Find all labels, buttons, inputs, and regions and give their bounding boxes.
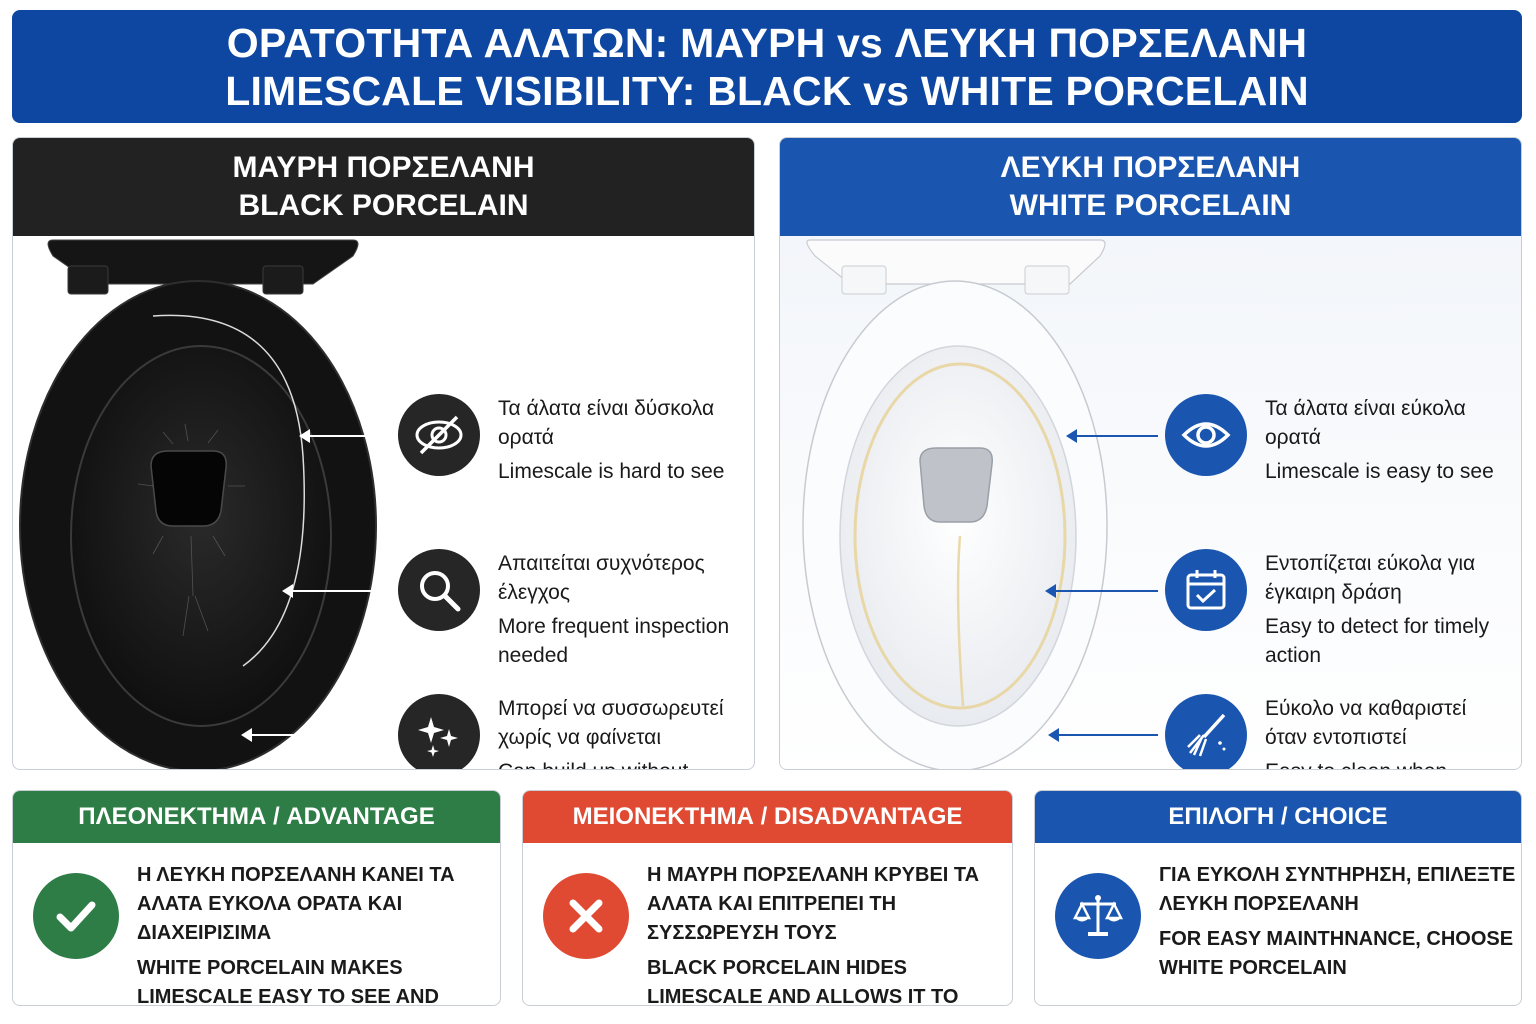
choice-text-greek: ΓΙΑ ΕΥΚΟΛΗ ΣΥΝΤΗΡΗΣΗ, ΕΠΙΛΕΞΤΕ ΛΕΥΚΗ ΠΟΡ… [1159, 864, 1516, 915]
x-icon [543, 873, 629, 959]
feature-text-english: Can build up without being visible [498, 757, 738, 769]
black-feature-hard-to-see: Τα άλατα είναι δύσκολα ορατά Limescale i… [398, 394, 738, 524]
page-header: ΟΡΑΤΟΤΗΤΑ ΑΛΑΤΩΝ: ΜΑΥΡΗ vs ΛΕΥΚΗ ΠΟΡΣΕΛΑ… [12, 10, 1522, 123]
feature-text-greek: Εύκολο να καθαριστεί όταν εντοπιστεί [1265, 697, 1467, 749]
page-title-english: LIMESCALE VISIBILITY: BLACK vs WHITE POR… [225, 67, 1309, 114]
feature-text-english: More frequent inspection needed [498, 615, 730, 667]
advantage-card-title: ΠΛΕΟΝΕΚΤΗΜΑ / ADVANTAGE [13, 791, 500, 843]
disadvantage-text-english: BLACK PORCELAIN HIDES LIMESCALE AND ALLO… [647, 957, 959, 1006]
white-arrow-2 [1045, 584, 1158, 598]
black-panel-title-greek: ΜΑΥΡΗ ΠΟΡΣΕΛΑΝΗ [232, 151, 535, 184]
sparkles-icon [398, 694, 480, 769]
advantage-text-greek: Η ΛΕΥΚΗ ΠΟΡΣΕΛΑΝΗ ΚΑΝΕΙ ΤΑ ΑΛΑΤΑ ΕΥΚΟΛΑ … [137, 864, 455, 944]
black-toilet-illustration [19, 239, 377, 769]
black-porcelain-panel: ΜΑΥΡΗ ΠΟΡΣΕΛΑΝΗ BLACK PORCELAIN [12, 137, 755, 770]
disadvantage-card: ΜΕΙΟΝΕΚΤΗΜΑ / DISADVANTAGE Η ΜΑΥΡΗ ΠΟΡΣΕ… [522, 790, 1013, 1006]
feature-text-greek: Τα άλατα είναι δύσκολα ορατά [498, 397, 715, 449]
choice-card-title: ΕΠΙΛΟΓΗ / CHOICE [1035, 791, 1521, 843]
eye-slash-icon [398, 394, 480, 476]
white-panel-body: Τα άλατα είναι εύκολα ορατά Limescale is… [780, 236, 1521, 769]
disadvantage-text-greek: Η ΜΑΥΡΗ ΠΟΡΣΕΛΑΝΗ ΚΡΥΒΕΙ ΤΑ ΑΛΑΤΑ ΚΑΙ ΕΠ… [647, 864, 980, 944]
feature-text-english: Easy to detect for timely action [1265, 615, 1490, 667]
check-icon [33, 873, 119, 959]
disadvantage-card-title: ΜΕΙΟΝΕΚΤΗΜΑ / DISADVANTAGE [523, 791, 1012, 843]
white-feature-easy-to-see: Τα άλατα είναι εύκολα ορατά Limescale is… [1165, 394, 1505, 524]
feature-text-greek: Μπορεί να συσσωρευτεί χωρίς να φαίνεται [498, 697, 724, 749]
feature-text-greek: Εντοπίζεται εύκολα για έγκαιρη δράση [1265, 552, 1476, 604]
black-feature-build-up: Μπορεί να συσσωρευτεί χωρίς να φαίνεται … [398, 694, 738, 769]
choice-card: ΕΠΙΛΟΓΗ / CHOICE ΓΙΑ ΕΥΚΟΛΗ ΣΥΝΤΗΡΗΣΗ, Ε… [1034, 790, 1522, 1006]
cleaning-brush-icon [1165, 694, 1247, 769]
advantage-card: ΠΛΕΟΝΕΚΤΗΜΑ / ADVANTAGE Η ΛΕΥΚΗ ΠΟΡΣΕΛΑΝ… [12, 790, 501, 1006]
feature-text-english: Limescale is easy to see [1265, 460, 1494, 483]
advantage-text-english: WHITE PORCELAIN MAKES LIMESCALE EASY TO … [137, 957, 439, 1006]
magnifier-icon [398, 549, 480, 631]
white-panel-title-english: WHITE PORCELAIN [1009, 189, 1292, 222]
black-panel-title-english: BLACK PORCELAIN [238, 189, 529, 222]
white-feature-clean: Εύκολο να καθαριστεί όταν εντοπιστεί Eas… [1165, 694, 1505, 769]
scales-icon [1055, 873, 1141, 959]
black-feature-inspection: Απαιτείται συχνότερος έλεγχος More frequ… [398, 549, 738, 679]
black-arrow-2 [282, 584, 391, 598]
white-arrow-3 [1048, 728, 1158, 742]
white-porcelain-panel: ΛΕΥΚΗ ΠΟΡΣΕΛΑΝΗ WHITE PORCELAIN [779, 137, 1522, 770]
feature-text-greek: Απαιτείται συχνότερος έλεγχος [498, 552, 705, 604]
black-arrow-1 [299, 429, 391, 443]
black-arrow-3 [241, 728, 391, 742]
feature-text-greek: Τα άλατα είναι εύκολα ορατά [1265, 397, 1466, 449]
white-arrow-1 [1066, 429, 1158, 443]
white-toilet-illustration [802, 239, 1108, 769]
feature-text-english: Limescale is hard to see [498, 460, 725, 483]
black-panel-body: Τα άλατα είναι δύσκολα ορατά Limescale i… [13, 236, 754, 769]
page-title-greek: ΟΡΑΤΟΤΗΤΑ ΑΛΑΤΩΝ: ΜΑΥΡΗ vs ΛΕΥΚΗ ΠΟΡΣΕΛΑ… [226, 19, 1308, 66]
calendar-check-icon [1165, 549, 1247, 631]
black-panel-header: ΜΑΥΡΗ ΠΟΡΣΕΛΑΝΗ BLACK PORCELAIN [13, 138, 754, 236]
white-panel-header: ΛΕΥΚΗ ΠΟΡΣΕΛΑΝΗ WHITE PORCELAIN [780, 138, 1521, 236]
choice-text-english: FOR EASY MAINTHNANCE, CHOOSE WHITE PORCE… [1159, 928, 1514, 979]
white-panel-title-greek: ΛΕΥΚΗ ΠΟΡΣΕΛΑΝΗ [1000, 151, 1301, 184]
feature-text-english: Easy to clean when detected [1265, 757, 1505, 769]
eye-icon [1165, 394, 1247, 476]
white-feature-detect: Εντοπίζεται εύκολα για έγκαιρη δράση Eas… [1165, 549, 1505, 679]
